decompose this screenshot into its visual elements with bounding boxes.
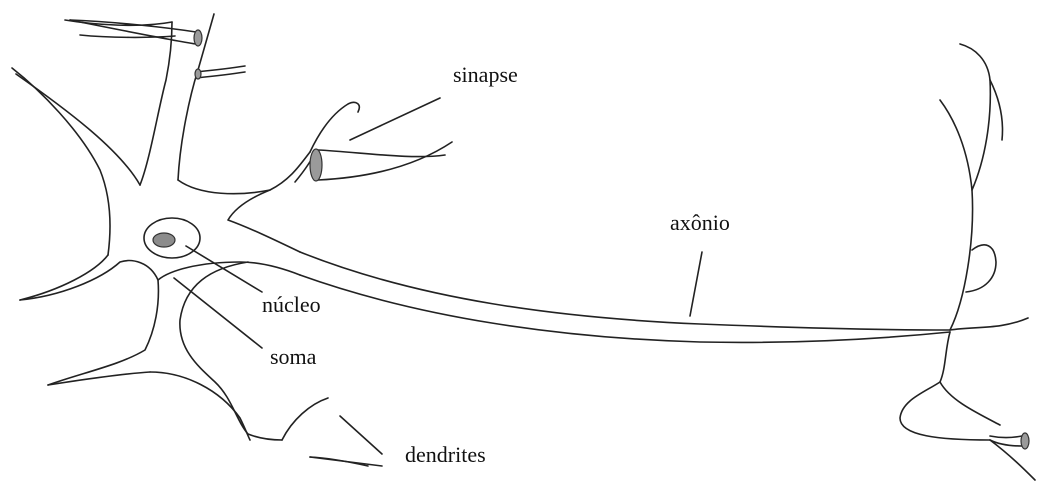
axon-upper-edge (300, 252, 950, 330)
synapse-second-axon-a (196, 66, 245, 72)
terminal-down-loop (900, 332, 990, 440)
axon-terminals (900, 44, 1035, 480)
terminal-right (950, 318, 1028, 330)
dendrite-bottom-left (150, 372, 250, 440)
axon-hillock-bottom (158, 262, 300, 280)
leader-dendrites-b (310, 457, 382, 466)
synapse-second-bouton (195, 69, 201, 79)
label-dendrites: dendrites (405, 442, 486, 467)
synapse-second-axon-b (196, 72, 245, 78)
dendrite-left-lower-c (48, 372, 150, 385)
synapse-br-bouton (1021, 433, 1029, 449)
label-axon: axônio (670, 210, 730, 235)
terminal-up-branch (960, 44, 990, 190)
label-nucleus: núcleo (262, 292, 321, 317)
terminal-down-branch (940, 382, 1000, 425)
dendrite-to-synapse-outer (310, 102, 359, 152)
synapse-top-bouton (194, 30, 202, 46)
leader-synapse (350, 98, 440, 140)
synapses (70, 20, 1029, 449)
terminal-up-twig (990, 80, 1003, 140)
leader-dendrites-a (340, 416, 382, 454)
label-soma: soma (270, 344, 317, 369)
dendrite-upper-left-outer (12, 68, 110, 255)
axon-lower-edge (300, 275, 950, 342)
dendrite-bottom-tip-a (282, 398, 328, 440)
synapse-br-axon-b (990, 436, 1022, 438)
dendrite-left-lower-b (20, 261, 158, 385)
label-synapse: sinapse (453, 62, 518, 87)
nucleus (144, 218, 200, 258)
axon (300, 252, 950, 342)
dendrite-left-lower-a (20, 255, 108, 300)
dendrite-upper-left-inner (16, 74, 140, 185)
dendrite-bottom-loop (180, 262, 282, 440)
soma-top-edge (178, 152, 310, 194)
synapse-main-bouton (310, 149, 322, 181)
terminal-up-main (940, 100, 973, 330)
nucleolus (153, 233, 175, 247)
leader-soma (174, 278, 262, 348)
dendrite-top-left (140, 22, 172, 185)
synapse-main-axon-b (318, 142, 452, 180)
axon-hillock-top (228, 190, 300, 252)
soma-body (12, 14, 368, 466)
leader-lines (174, 98, 702, 466)
leader-axon (690, 252, 702, 316)
